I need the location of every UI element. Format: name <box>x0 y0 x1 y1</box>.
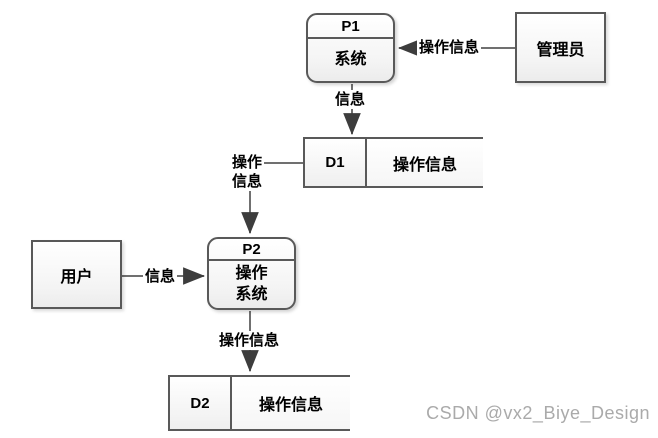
watermark: CSDN @vx2_Biye_Design <box>426 403 650 423</box>
flow-label-d1-to-p2: 操作 信息 <box>230 153 265 191</box>
datastore-d1-name: 操作信息 <box>392 156 457 174</box>
process-p2-name: 操作 系统 <box>235 264 268 303</box>
process-p2-id: P2 <box>209 239 294 261</box>
entity-admin-name: 管理员 <box>536 41 585 59</box>
datastore-d1-id: D1 <box>305 139 367 186</box>
flow-label-admin-to-p1: 操作信息 <box>417 38 482 57</box>
process-p2: P2 操作 系统 <box>207 237 296 310</box>
flow-label-p2-to-d2: 操作信息 <box>217 331 282 350</box>
process-p1: P1 系统 <box>306 13 395 83</box>
entity-user: 用户 <box>31 240 122 309</box>
entity-user-name: 用户 <box>60 268 93 286</box>
flow-label-user-to-p2: 信息 <box>143 267 178 286</box>
flow-label-p1-to-d1: 信息 <box>333 90 368 109</box>
datastore-d2-id: D2 <box>170 377 232 429</box>
datastore-d2-name: 操作信息 <box>258 397 323 414</box>
datastore-d2: D2 操作信息 <box>168 375 350 431</box>
process-p1-id: P1 <box>308 15 393 39</box>
process-p1-name: 系统 <box>334 50 367 68</box>
entity-admin: 管理员 <box>515 12 606 83</box>
datastore-d1: D1 操作信息 <box>303 137 483 188</box>
